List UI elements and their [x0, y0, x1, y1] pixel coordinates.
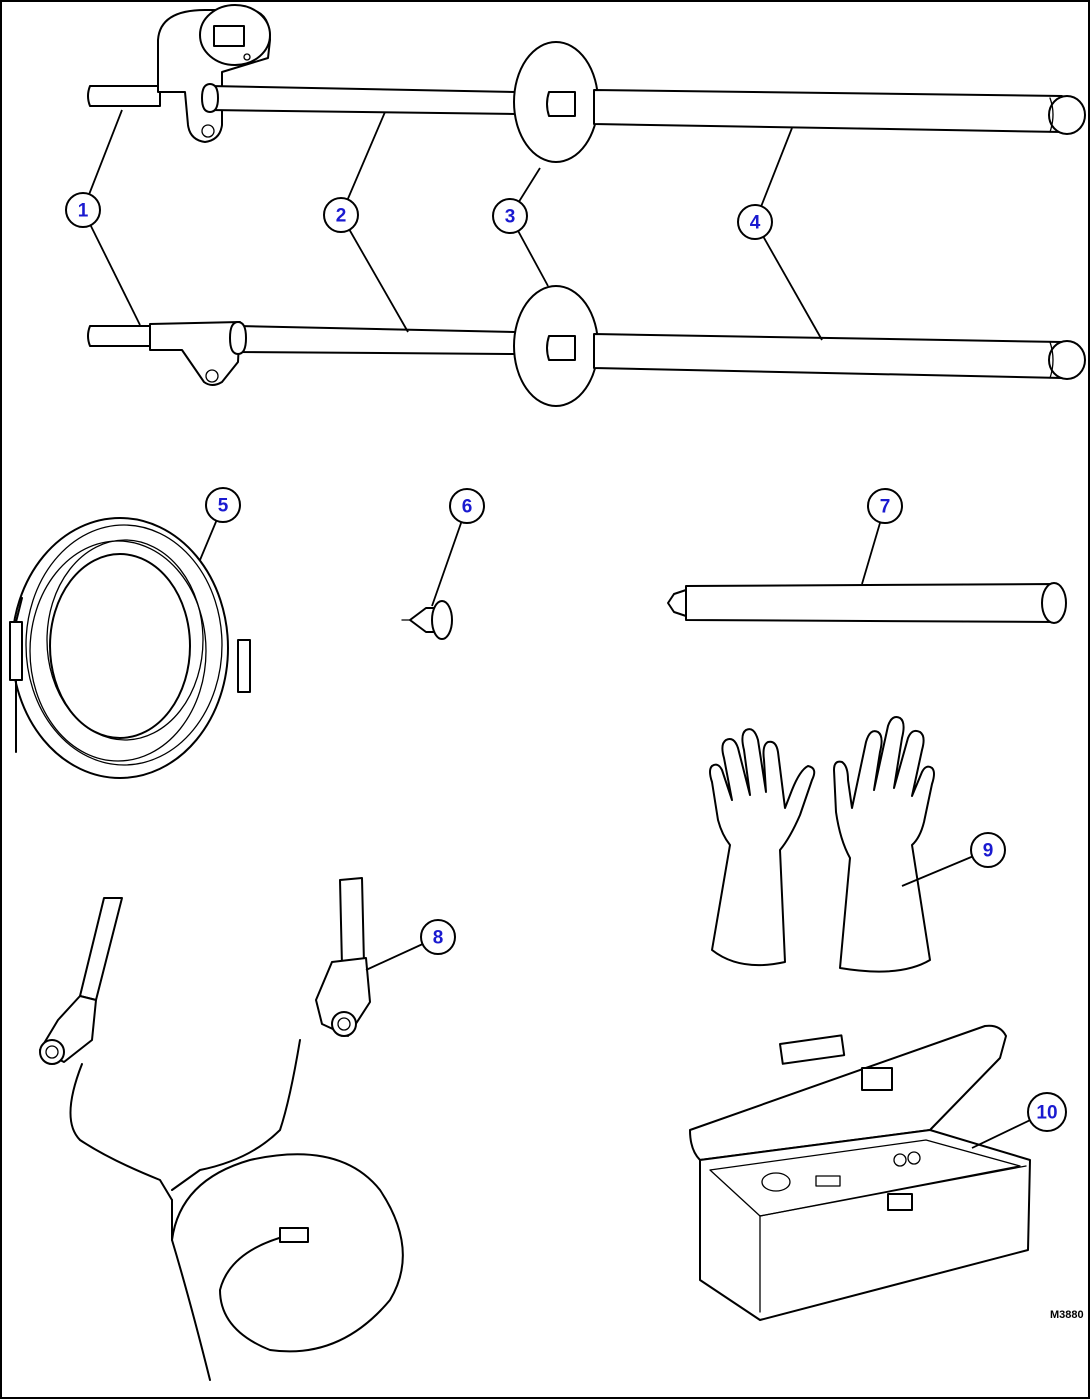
- case-latch: [779, 1034, 846, 1065]
- case-body: [699, 1129, 1031, 1321]
- case-lid: [689, 1024, 1007, 1161]
- case-clasp: [887, 1193, 913, 1211]
- coiled-cable: [9, 517, 251, 779]
- upper-adapter-stub: [87, 85, 161, 107]
- lead-connector: [279, 1227, 309, 1243]
- callout-6: 6: [449, 488, 485, 524]
- upper-extension-rod: [209, 85, 516, 115]
- upper-bracket-hole: [201, 124, 215, 138]
- test-leads: [39, 877, 404, 1381]
- callout-8: 8: [420, 919, 456, 955]
- right-probe: [339, 877, 365, 967]
- callout-10: 10: [1027, 1092, 1067, 1132]
- upper-long-rod: [593, 89, 1063, 133]
- gloves: [709, 716, 935, 973]
- callout-4-label: 4: [750, 213, 761, 234]
- cable-plug-right: [237, 639, 251, 693]
- callout-2-label: 2: [336, 206, 347, 227]
- callout-5: 5: [205, 487, 241, 523]
- callout-9: 9: [970, 832, 1006, 868]
- callout-7-label: 7: [880, 497, 891, 518]
- left-glove: [709, 728, 816, 967]
- callout-10-label: 10: [1036, 1103, 1057, 1124]
- callout-1: 1: [65, 192, 101, 228]
- callout-8-label: 8: [433, 928, 444, 949]
- small-nozzle: [401, 600, 453, 640]
- callout-3: 3: [492, 198, 528, 234]
- single-rod: [667, 582, 1067, 624]
- callout-2: 2: [323, 197, 359, 233]
- case-handle: [861, 1067, 893, 1091]
- lower-adapter-stub: [87, 325, 156, 347]
- lower-rod-assembly: [87, 285, 1086, 407]
- figure-code: M3880: [1050, 1309, 1084, 1321]
- callout-4: 4: [737, 204, 773, 240]
- upper-rod-assembly: [87, 4, 1086, 163]
- callout-6-label: 6: [462, 497, 473, 518]
- cable-plug-left: [9, 621, 23, 681]
- right-glove: [833, 716, 935, 973]
- lower-bracket: [149, 321, 241, 386]
- callout-5-label: 5: [218, 496, 229, 517]
- callout-7: 7: [867, 488, 903, 524]
- dial-window: [213, 25, 245, 47]
- lower-extension-rod: [237, 325, 516, 355]
- carrying-case: [689, 1024, 1031, 1321]
- callout-1-label: 1: [78, 201, 89, 222]
- callout-9-label: 9: [983, 841, 994, 862]
- callout-3-label: 3: [505, 207, 516, 228]
